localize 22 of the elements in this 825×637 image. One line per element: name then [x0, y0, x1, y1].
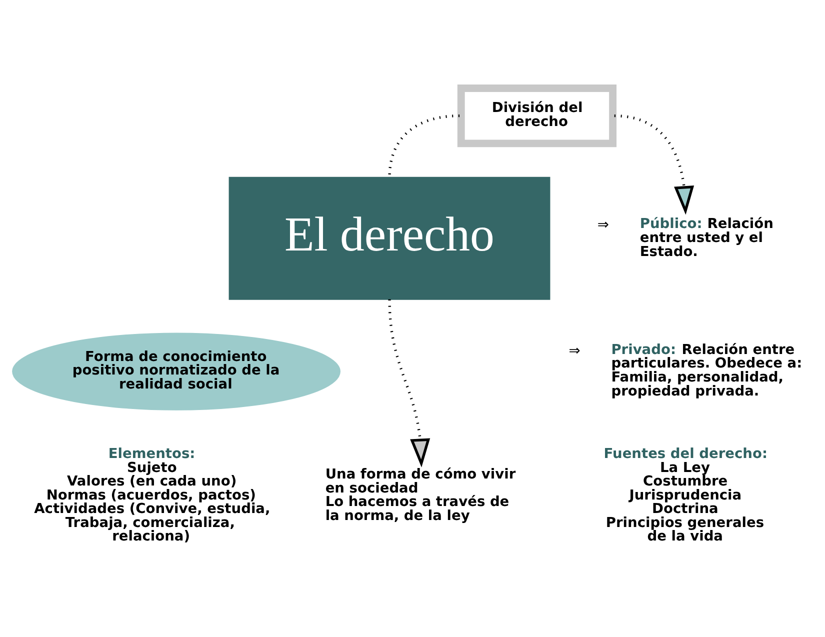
node-text: Privado: Relación entre particulares. Obedece a: Familia, personalidad, propiedad privada. — [611, 342, 802, 400]
node-text: Público: Relación entre usted y el Estado. — [640, 216, 774, 260]
connector — [388, 114, 460, 178]
label: La Ley — [660, 460, 710, 476]
label: Valores (en cada uno) — [67, 474, 237, 490]
node-box: El derecho — [228, 176, 550, 300]
label: Doctrina — [652, 501, 718, 518]
label: Fuentes del derecho: — [604, 446, 768, 462]
node-label: ⇒ — [568, 342, 580, 359]
arrow — [614, 114, 694, 215]
node-text: Una forma de cómo vivir en sociedad Lo hacemos a través de la norma, de la ley — [325, 466, 516, 524]
label: Jurisprudencia — [629, 487, 742, 504]
node-ellipse: Forma de conocimiento positivo normatizado de la realidad social — [12, 332, 340, 410]
label: Normas (acuerdos, pactos) — [46, 487, 256, 504]
arrow — [388, 299, 430, 468]
label: Principios generales de la vida — [606, 514, 764, 545]
label: Actividades (Convive, estudia, Trabaja, comercializa, relaciona) — [34, 501, 270, 545]
label: Sujeto — [126, 460, 177, 476]
label: Elementos: — [108, 446, 196, 462]
node-box: División del derecho — [457, 84, 617, 148]
node-label: ⇒ — [597, 217, 609, 234]
label: Costumbre — [643, 474, 728, 490]
